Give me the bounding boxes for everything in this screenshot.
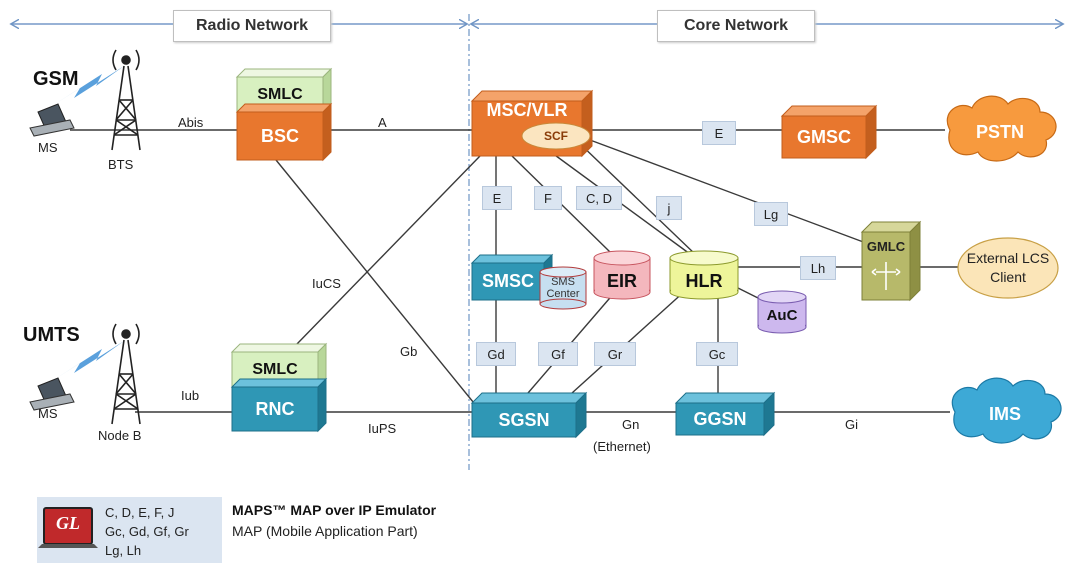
if-lh: Lh bbox=[800, 256, 836, 280]
hlr-label: HLR bbox=[685, 270, 723, 291]
ims-label: IMS bbox=[988, 403, 1021, 424]
eir-label: EIR bbox=[606, 270, 637, 291]
iucs-label: IuCS bbox=[312, 276, 341, 291]
gn-label: Gn bbox=[622, 417, 640, 432]
smsc-label: SMSC bbox=[481, 271, 534, 291]
nodeb-label: Node B bbox=[98, 428, 142, 443]
sms-center-cylinder bbox=[539, 266, 587, 310]
radio-network-header: Radio Network bbox=[173, 10, 331, 42]
link-hlr-sgsn bbox=[571, 289, 687, 394]
core-network-header: Core Network bbox=[657, 10, 815, 42]
sgsn-box bbox=[470, 391, 588, 439]
gi-label: Gi bbox=[845, 417, 858, 432]
scf-ellipse bbox=[521, 122, 591, 150]
legend-subtitle: MAP (Mobile Application Part) bbox=[232, 523, 418, 539]
ms-gsm-label: MS bbox=[38, 140, 58, 155]
gmlc-label: GMLC bbox=[866, 238, 906, 254]
bsc-box bbox=[235, 102, 333, 162]
if-gd: Gd bbox=[476, 342, 516, 366]
umts-radio-beam bbox=[52, 341, 124, 381]
gmsc-box bbox=[780, 104, 878, 160]
legend-code-line: C, D, E, F, J bbox=[105, 505, 175, 520]
ggsn-box bbox=[674, 391, 776, 437]
if-gf: Gf bbox=[538, 342, 578, 366]
eir-cylinder bbox=[593, 250, 651, 300]
if-gc: Gc bbox=[696, 342, 738, 366]
bts-label: BTS bbox=[108, 157, 134, 172]
sms-center-label: SMS Center bbox=[546, 276, 580, 300]
legend-code-line: Gc, Gd, Gf, Gr bbox=[105, 524, 189, 539]
external-lcs-ellipse bbox=[957, 237, 1059, 299]
gsm-radio-beam bbox=[52, 66, 124, 106]
legend-title: MAPS™ MAP over IP Emulator bbox=[232, 502, 437, 518]
link-msc-j bbox=[575, 139, 697, 256]
msc-vlr-label: MSC/VLR bbox=[486, 99, 568, 120]
iub-label: Iub bbox=[181, 388, 200, 403]
ms-umts-label: MS bbox=[38, 406, 58, 421]
if-f: F bbox=[534, 186, 562, 210]
bsc-label: BSC bbox=[260, 125, 299, 146]
iups-label: IuPS bbox=[368, 421, 397, 436]
bts-tower-icon bbox=[111, 49, 141, 151]
external-lcs-label: External LCS Client bbox=[966, 250, 1050, 285]
link-rnc-msc bbox=[295, 155, 481, 346]
if-e-gmsc: E bbox=[702, 121, 736, 145]
ims-cloud bbox=[951, 377, 1062, 444]
hlr-cylinder bbox=[669, 250, 739, 300]
link-msc-gmlc bbox=[589, 139, 867, 244]
smlc-bottom-label: SMLC bbox=[252, 360, 298, 378]
umts-label: UMTS bbox=[23, 324, 80, 346]
rnc-label: RNC bbox=[255, 398, 295, 419]
if-cd: C, D bbox=[576, 186, 622, 210]
legend-codes: C, D, E, F, J Gc, Gd, Gf, Gr Lg, Lh bbox=[105, 503, 189, 560]
link-bsc-sgsn bbox=[275, 159, 479, 409]
ggsn-label: GGSN bbox=[693, 408, 747, 429]
rnc-box bbox=[230, 377, 328, 433]
ms-umts-laptop-icon bbox=[29, 377, 75, 411]
if-lg: Lg bbox=[754, 202, 788, 226]
if-e-smsc: E bbox=[482, 186, 512, 210]
auc-cylinder bbox=[757, 290, 807, 334]
pstn-cloud bbox=[946, 95, 1057, 162]
abis-label: Abis bbox=[178, 115, 204, 130]
ms-gsm-laptop-icon bbox=[29, 103, 75, 137]
pstn-label: PSTN bbox=[975, 121, 1024, 142]
auc-label: AuC bbox=[766, 306, 798, 324]
gb-label: Gb bbox=[400, 344, 418, 359]
gsm-label: GSM bbox=[33, 68, 79, 90]
nodeb-tower-icon bbox=[111, 323, 141, 425]
sgsn-label: SGSN bbox=[498, 409, 550, 430]
gmlc-box bbox=[860, 220, 922, 302]
router-arrows-icon bbox=[871, 262, 901, 290]
ethernet-label: (Ethernet) bbox=[593, 439, 651, 454]
gmsc-label: GMSC bbox=[797, 126, 851, 147]
scf-label: SCF bbox=[544, 129, 568, 143]
a-label: A bbox=[378, 115, 387, 130]
gl-logo-text: GL bbox=[56, 513, 80, 533]
gl-logo-icon bbox=[38, 507, 98, 548]
legend-code-line: Lg, Lh bbox=[105, 543, 142, 558]
if-j: j bbox=[656, 196, 682, 220]
if-gr: Gr bbox=[594, 342, 636, 366]
smsc-box bbox=[470, 253, 554, 302]
smlc-top-label: SMLC bbox=[257, 85, 303, 103]
